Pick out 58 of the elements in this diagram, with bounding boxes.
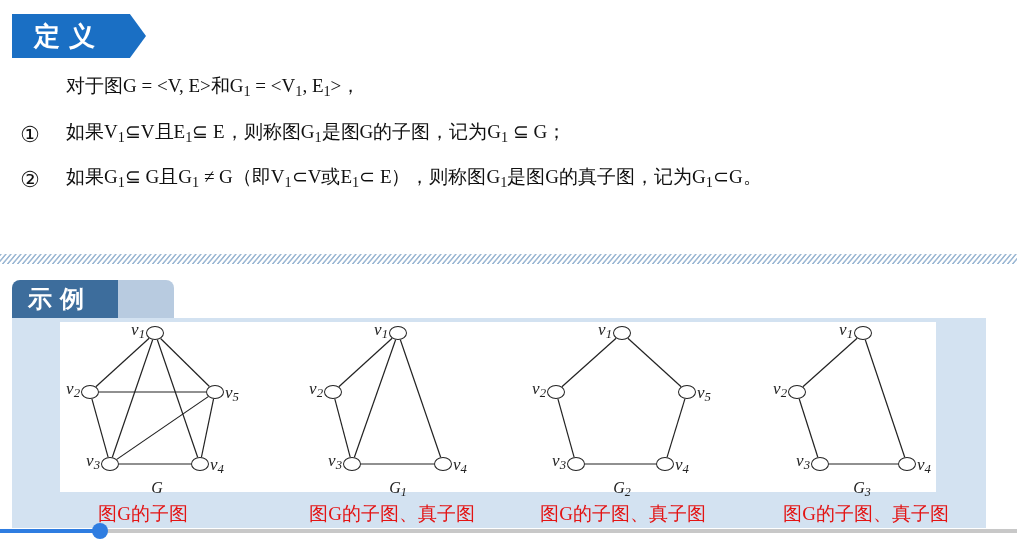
vertex-label: v$_{3}$ (86, 452, 100, 469)
section-title: 示 例 (28, 284, 85, 315)
graph-name: G$_{1}$ (389, 478, 407, 500)
vertex-label: v$_{3}$ (552, 452, 566, 469)
item-number: ① (20, 121, 40, 149)
vertex-label: v$_{5}$ (225, 384, 239, 401)
graph-edge (111, 339, 154, 458)
graph-edge (627, 337, 682, 388)
graph-edge (95, 337, 150, 388)
graph-edge (160, 337, 210, 388)
graph-edge (338, 337, 393, 388)
graph-edge (334, 398, 351, 458)
graph-edge (561, 337, 617, 388)
vertex-label: v$_{1}$ (374, 321, 388, 338)
vertex-label: v$_{2}$ (532, 380, 546, 397)
section-tab (12, 14, 146, 58)
vertex-label: v$_{5}$ (697, 384, 711, 401)
vertex-label: v$_{1}$ (131, 321, 145, 338)
graph-caption: 图G的子图 (98, 502, 188, 526)
graph-edge (399, 339, 442, 458)
graph-edge (584, 463, 657, 465)
vertex-label: v$_{2}$ (773, 380, 787, 397)
graph-edge (798, 398, 819, 458)
item-number: ② (20, 166, 40, 194)
definition-text: 对于图G = <V, E>和G$_{1}$ = <V$_{1}$, E$_{1}$>， (66, 74, 361, 101)
graph-edge (353, 339, 397, 458)
graph-name: G$_{3}$ (853, 478, 871, 500)
definition-text: 如果V$_{1}$⊆V且E$_{1}$⊆ E，则称图G$_{1}$是图G的子图，记为G$_{1}$ ⊆ G； (66, 120, 567, 147)
graph-name: G$_{2}$ (613, 478, 631, 500)
vertex-label: v$_{4}$ (917, 456, 931, 473)
section-title: 定 义 (34, 19, 96, 53)
vertex-label: v$_{1}$ (598, 321, 612, 338)
graph-caption: 图G的子图、真子图 (309, 502, 475, 526)
vertex-label: v$_{4}$ (210, 456, 224, 473)
vertex-label: v$_{3}$ (328, 452, 342, 469)
graph-name: G (151, 478, 163, 498)
section-tab (12, 280, 118, 318)
graph-edge (98, 391, 207, 393)
vertex-label: v$_{2}$ (66, 380, 80, 397)
graph-edge (666, 398, 686, 458)
vertex-label: v$_{4}$ (675, 456, 689, 473)
vertex-label: v$_{4}$ (453, 456, 467, 473)
definition-text: 如果G$_{1}$⊆ G且G$_{1}$ ≠ G（即V$_{1}$⊂V或E$_{1}$⊂ E），则称图G$_{1}$是图G的真子图，记为G$_{1}$⊂G。 (66, 165, 762, 192)
graph-edge (864, 339, 906, 458)
graph-caption: 图G的子图、真子图 (540, 502, 706, 526)
graph-caption: 图G的子图、真子图 (783, 502, 949, 526)
graph-edge (557, 398, 575, 458)
vertex-label: v$_{3}$ (796, 452, 810, 469)
graph-edge (828, 463, 899, 465)
graph-edge (802, 337, 858, 388)
graph-edge (91, 398, 109, 458)
graph-edge (116, 396, 209, 460)
graph-edge (200, 398, 215, 458)
graph-edge (156, 339, 199, 458)
graph-edge (118, 463, 192, 465)
graph-edge (360, 463, 435, 465)
vertex-label: v$_{2}$ (309, 380, 323, 397)
vertex-label: v$_{1}$ (839, 321, 853, 338)
